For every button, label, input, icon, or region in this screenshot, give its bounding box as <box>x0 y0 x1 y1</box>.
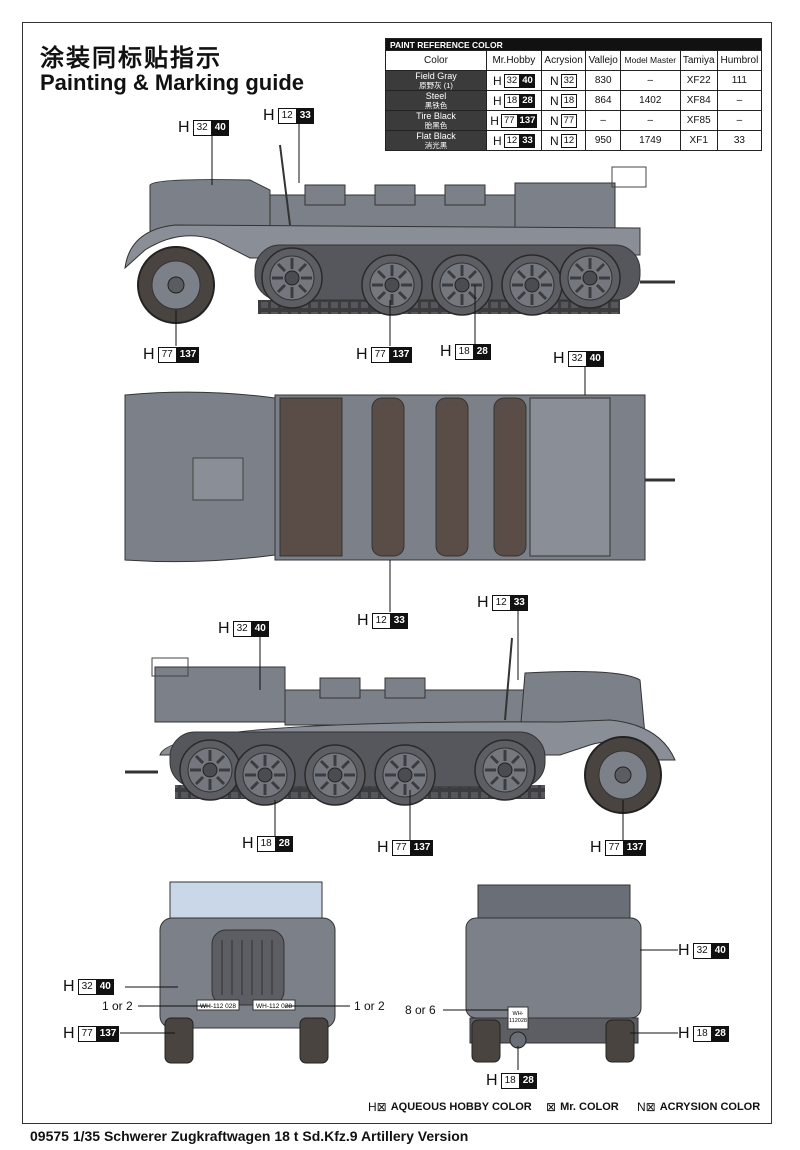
top-view <box>124 391 675 563</box>
plate-rear-top: WH- <box>513 1011 524 1017</box>
tamiya-cell: XF1 <box>679 130 718 151</box>
humbrol-cell: 33 <box>716 130 763 151</box>
title-chinese: 涂装同标贴指示 <box>40 45 222 72</box>
decal-note-front-right: 1 or 2 <box>354 999 385 1013</box>
page-frame <box>22 22 772 1124</box>
paint-reference-table: PAINT REFERENCE COLOR Color Mr.Hobby Acr… <box>385 38 763 151</box>
vallejo-cell: – <box>585 110 621 131</box>
footer-title: 09575 1/35 Schwerer Zugkraftwagen 18 t S… <box>30 1128 469 1144</box>
leader-lines <box>120 124 678 1070</box>
decal-note-rear: 8 or 6 <box>405 1003 436 1017</box>
legend-acrysion: N⊠ACRYSION COLOR <box>637 1100 761 1114</box>
title-english: Painting & Marking guide <box>40 70 305 95</box>
plate-front-right: WH-112 028 <box>256 1003 292 1010</box>
decal-note-front-left: 1 or 2 <box>102 999 133 1013</box>
legend-aqueous: H⊠AQUEOUS HOBBY COLOR <box>368 1100 532 1114</box>
rear-view <box>465 884 642 1063</box>
vallejo-cell: 950 <box>585 130 621 151</box>
side-view-left <box>124 144 675 324</box>
table-column-headers: Color Mr.Hobby Acrysion Vallejo Model Ma… <box>385 50 763 71</box>
col-tamiya: Tamiya <box>679 50 718 71</box>
plate-front-left: WH-112 028 <box>200 1003 236 1010</box>
front-view <box>159 881 336 1064</box>
legend-mr-color: ⊠Mr. COLOR <box>546 1100 619 1114</box>
plate-rear-bottom: 112028 <box>509 1018 527 1024</box>
side-view-right <box>125 637 676 814</box>
